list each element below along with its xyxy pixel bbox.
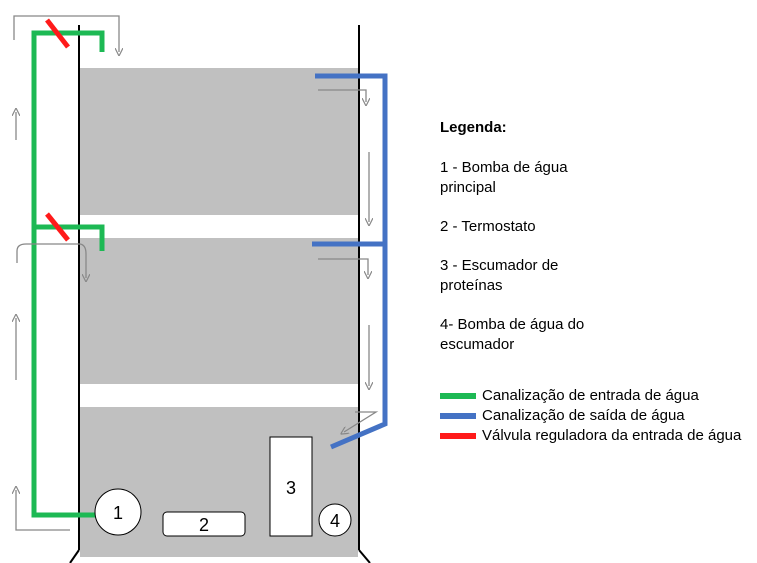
valve-middle bbox=[45, 212, 70, 242]
tank-top-water bbox=[80, 68, 358, 215]
left-stand-leg bbox=[69, 549, 80, 563]
legend-item-pump-main: 1 - Bomba de água principal bbox=[440, 159, 568, 196]
main-pump-number: 1 bbox=[113, 503, 123, 523]
legend-item-pump-skimmer: 4- Bomba de água do escumador bbox=[440, 316, 585, 353]
skimmer-pump: 4 bbox=[318, 503, 352, 537]
legend-lines: Canalização de entrada de água Canalizaç… bbox=[440, 386, 757, 446]
protein-skimmer: 3 bbox=[269, 436, 313, 537]
right-stand-leg bbox=[358, 549, 371, 563]
inlet-pipe bbox=[31, 30, 105, 518]
legend-line-outlet: Canalização de saída de água bbox=[440, 406, 757, 426]
outlet-swatch bbox=[440, 413, 476, 419]
legend-line-inlet: Canalização de entrada de água bbox=[440, 386, 757, 406]
legend-title: Legenda: bbox=[440, 119, 507, 136]
skimmer-pump-number: 4 bbox=[330, 511, 340, 531]
tank-middle-water bbox=[80, 238, 358, 384]
legend-item-thermostat: 2 - Termostato bbox=[440, 218, 536, 235]
legend-line-valve: Válvula reguladora da entrada de água bbox=[440, 426, 757, 446]
main-pump: 1 bbox=[94, 488, 142, 536]
skimmer-number: 3 bbox=[286, 478, 296, 498]
thermostat-number: 2 bbox=[199, 515, 209, 535]
legend-line-outlet-label: Canalização de saída de água bbox=[482, 407, 685, 424]
flow-arrows bbox=[14, 15, 379, 531]
legend-item-skimmer: 3 - Escumador de proteínas bbox=[440, 257, 559, 294]
thermostat: 2 bbox=[162, 511, 246, 537]
legend-line-inlet-label: Canalização de entrada de água bbox=[482, 387, 699, 404]
legend: Legenda: 1 - Bomba de água principal 2 -… bbox=[440, 118, 757, 444]
legend-line-valve-label: Válvula reguladora da entrada de água bbox=[482, 427, 742, 444]
inlet-swatch bbox=[440, 393, 476, 399]
valve-swatch bbox=[440, 433, 476, 439]
valve-top bbox=[45, 18, 70, 49]
outlet-pipe bbox=[315, 73, 388, 450]
